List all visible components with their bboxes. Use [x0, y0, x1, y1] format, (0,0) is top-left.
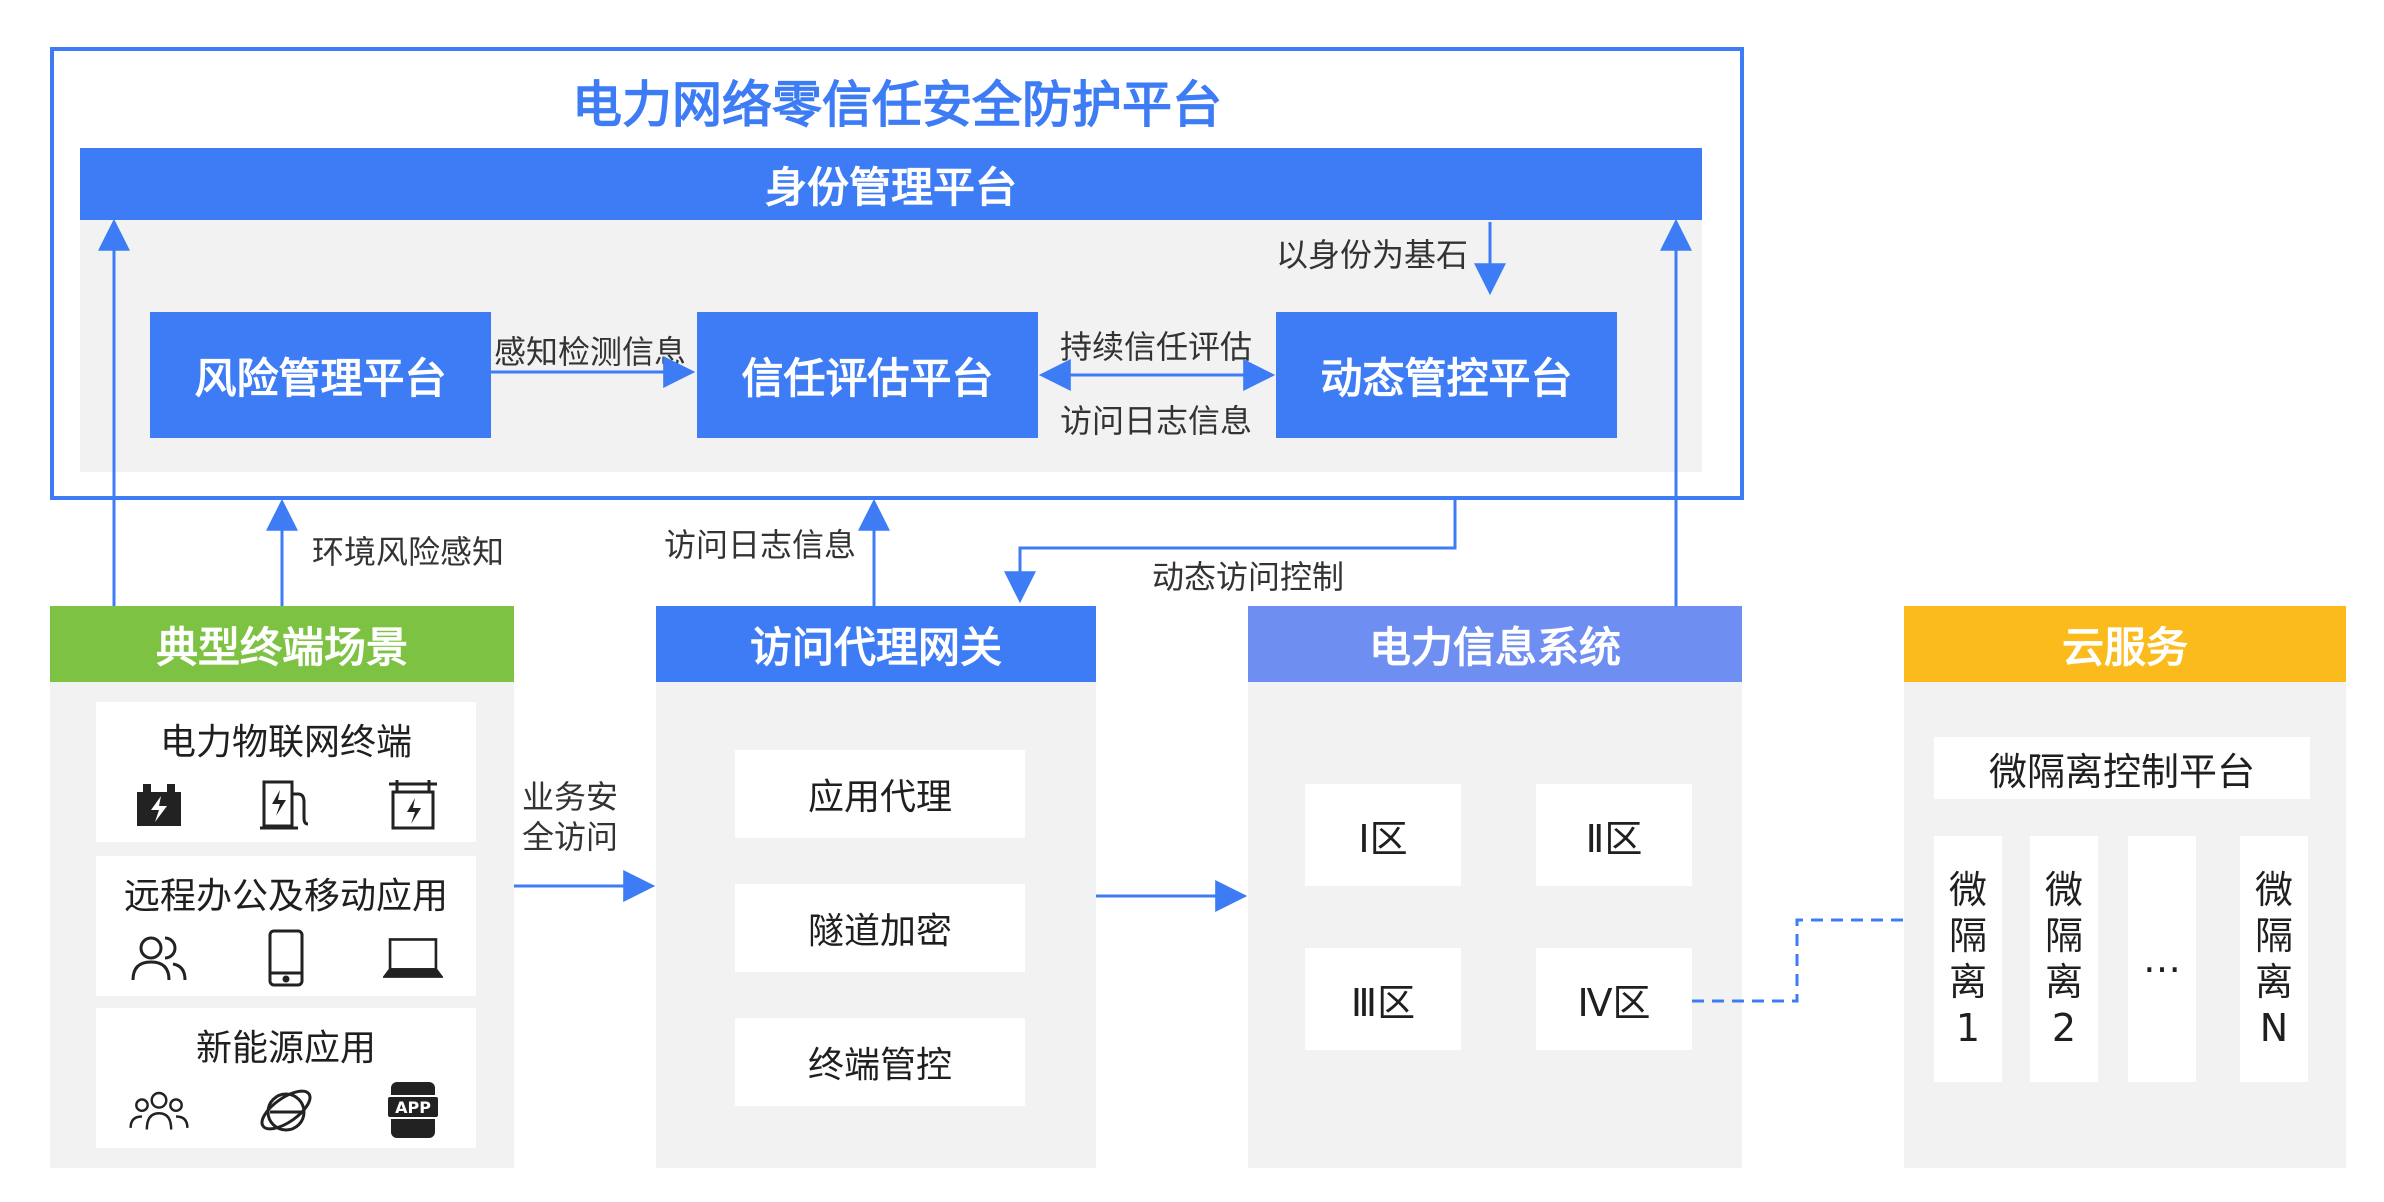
charging-station-icon [256, 774, 316, 834]
new-energy-card[interactable]: 新能源应用 APP [96, 1008, 476, 1148]
micro-segmentation-platform-box[interactable]: 微隔离控制平台 [1934, 737, 2310, 799]
identity-base-label: 以身份为基石 [1276, 236, 1469, 274]
business-access-label-line1: 业务安 [522, 778, 619, 816]
micro-segment-1-column[interactable]: 微 隔 离 1 [1934, 836, 2002, 1082]
cloud-header: 云服务 [1904, 606, 2346, 682]
zone-1-box[interactable]: Ⅰ区 [1305, 784, 1461, 886]
gateway-header: 访问代理网关 [656, 606, 1096, 682]
control-platform-box[interactable]: 动态管控平台 [1276, 312, 1617, 438]
perception-info-label: 感知检测信息 [494, 333, 687, 371]
business-access-label-line2: 全访问 [522, 818, 619, 856]
remote-office-card[interactable]: 远程办公及移动应用 [96, 856, 476, 996]
battery-icon [129, 774, 189, 834]
zone-2-box[interactable]: Ⅱ区 [1536, 784, 1692, 886]
tunnel-encryption-box[interactable]: 隧道加密 [735, 884, 1025, 972]
access-log-inner-label: 访问日志信息 [1060, 402, 1253, 440]
svg-text:APP: APP [395, 1098, 431, 1117]
laptop-icon [382, 928, 443, 988]
browser-icon [256, 1080, 316, 1140]
power-info-header: 电力信息系统 [1248, 606, 1742, 682]
group-icon [129, 1080, 189, 1140]
identity-platform-bar[interactable]: 身份管理平台 [80, 148, 1702, 220]
users-icon [129, 928, 189, 988]
mobile-phone-icon [256, 928, 316, 988]
dashed-zone4-to-cloud [1692, 918, 1904, 1003]
zone-3-box[interactable]: Ⅲ区 [1305, 948, 1461, 1050]
card-title: 新能源应用 [195, 1028, 376, 1069]
env-risk-label: 环境风险感知 [312, 533, 505, 571]
terminal-control-box[interactable]: 终端管控 [735, 1018, 1025, 1106]
risk-platform-box[interactable]: 风险管理平台 [150, 312, 491, 438]
zone-4-box[interactable]: Ⅳ区 [1536, 948, 1692, 1050]
power-info-panel [1248, 606, 1742, 1168]
card-title: 远程办公及移动应用 [123, 876, 448, 917]
micro-segment-2-column[interactable]: 微 隔 离 2 [2030, 836, 2098, 1082]
trust-platform-box[interactable]: 信任评估平台 [697, 312, 1038, 438]
dynamic-access-label: 动态访问控制 [1152, 558, 1345, 596]
micro-segment-n-column[interactable]: 微 隔 离 N [2240, 836, 2308, 1082]
terminal-header: 典型终端场景 [50, 606, 514, 682]
arrow-dynamic-access [1004, 500, 1457, 604]
app-proxy-box[interactable]: 应用代理 [735, 750, 1025, 838]
card-title: 电力物联网终端 [159, 722, 412, 763]
access-log-outer-label: 访问日志信息 [664, 526, 857, 564]
page-title: 电力网络零信任安全防护平台 [572, 76, 1222, 134]
power-terminal-icon [383, 774, 443, 834]
iot-terminal-card[interactable]: 电力物联网终端 [96, 702, 476, 842]
micro-segment-ellipsis-column: … [2128, 836, 2196, 1082]
app-icon: APP [383, 1080, 443, 1140]
